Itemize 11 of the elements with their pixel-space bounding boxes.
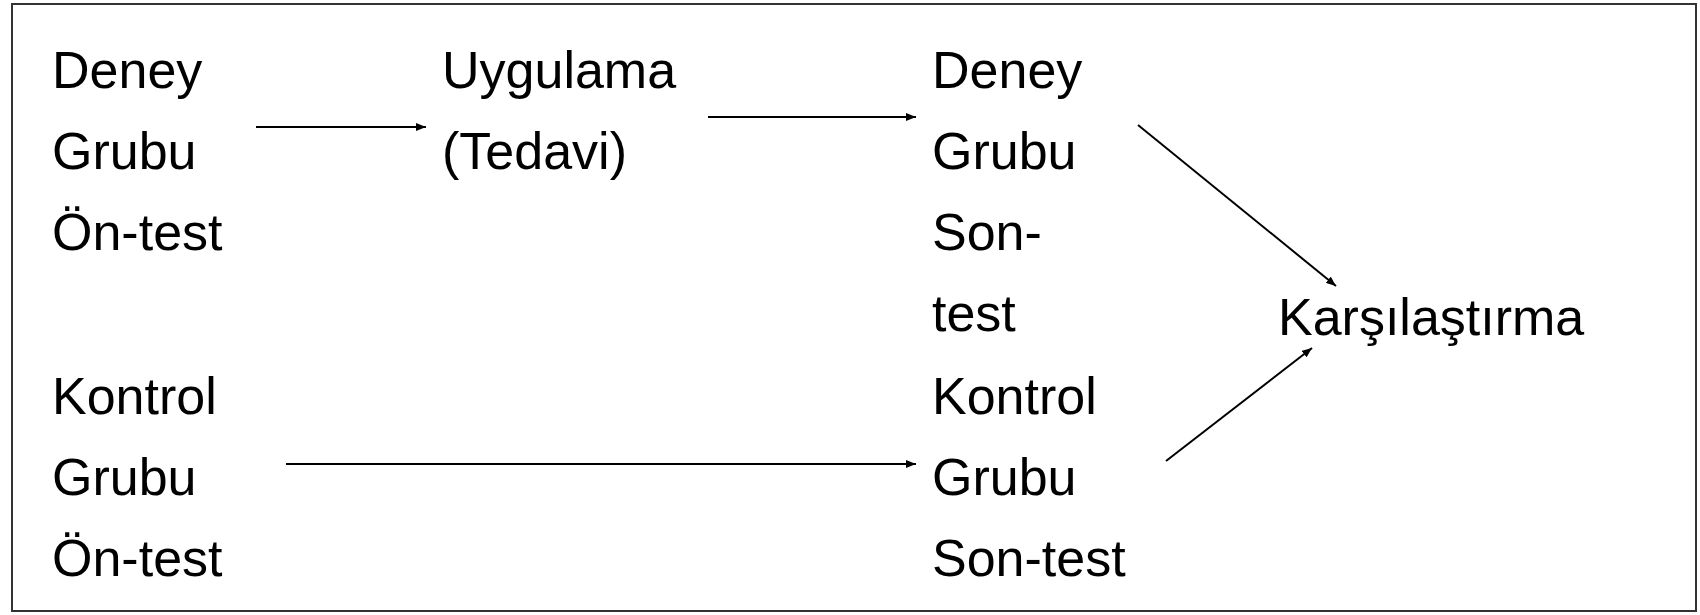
node-text: Deney Grubu Ön-test	[36, 30, 256, 273]
arrow	[1137, 124, 1337, 287]
node-text: Kontrol Grubu Ön-test	[36, 356, 286, 599]
arrow	[285, 460, 917, 468]
node-text: Karşılaştırma	[1262, 286, 1642, 348]
arrow	[1165, 347, 1313, 462]
node-text: Uygulama (Tedavi)	[426, 30, 708, 192]
node-text: Deney Grubu Son-test	[916, 30, 1138, 354]
node-text: Kontrol Grubu Son-test	[916, 356, 1166, 599]
arrow	[255, 123, 427, 131]
arrow	[707, 113, 917, 121]
